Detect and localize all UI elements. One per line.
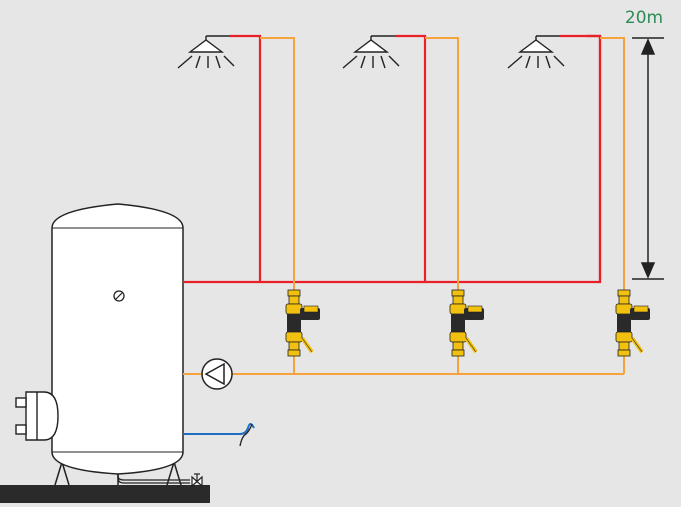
balancing-valve-icon (449, 289, 484, 357)
storage-tank (51, 203, 184, 475)
drain-valve-icon (191, 473, 203, 488)
height-dimension-label: 20m (624, 8, 664, 28)
hot-water-supply-lines (183, 34, 602, 284)
pump-icon (201, 358, 233, 390)
floor-slab (0, 485, 210, 503)
shower-head-icon (177, 35, 235, 69)
cold-water-inlet-pipe (183, 423, 255, 435)
tank-flange (15, 391, 59, 441)
balancing-valve-icon (285, 289, 320, 357)
pressure-gauge-icon (113, 290, 125, 302)
balancing-valve-icon (615, 289, 650, 357)
shower-head-icon (507, 35, 565, 69)
cold-inlet-break-mark (239, 423, 253, 447)
dimension-arrow-icon (632, 37, 664, 280)
circulation-return-lines (183, 37, 625, 375)
shower-head-icon (342, 35, 400, 69)
drain-pipe (117, 474, 190, 484)
